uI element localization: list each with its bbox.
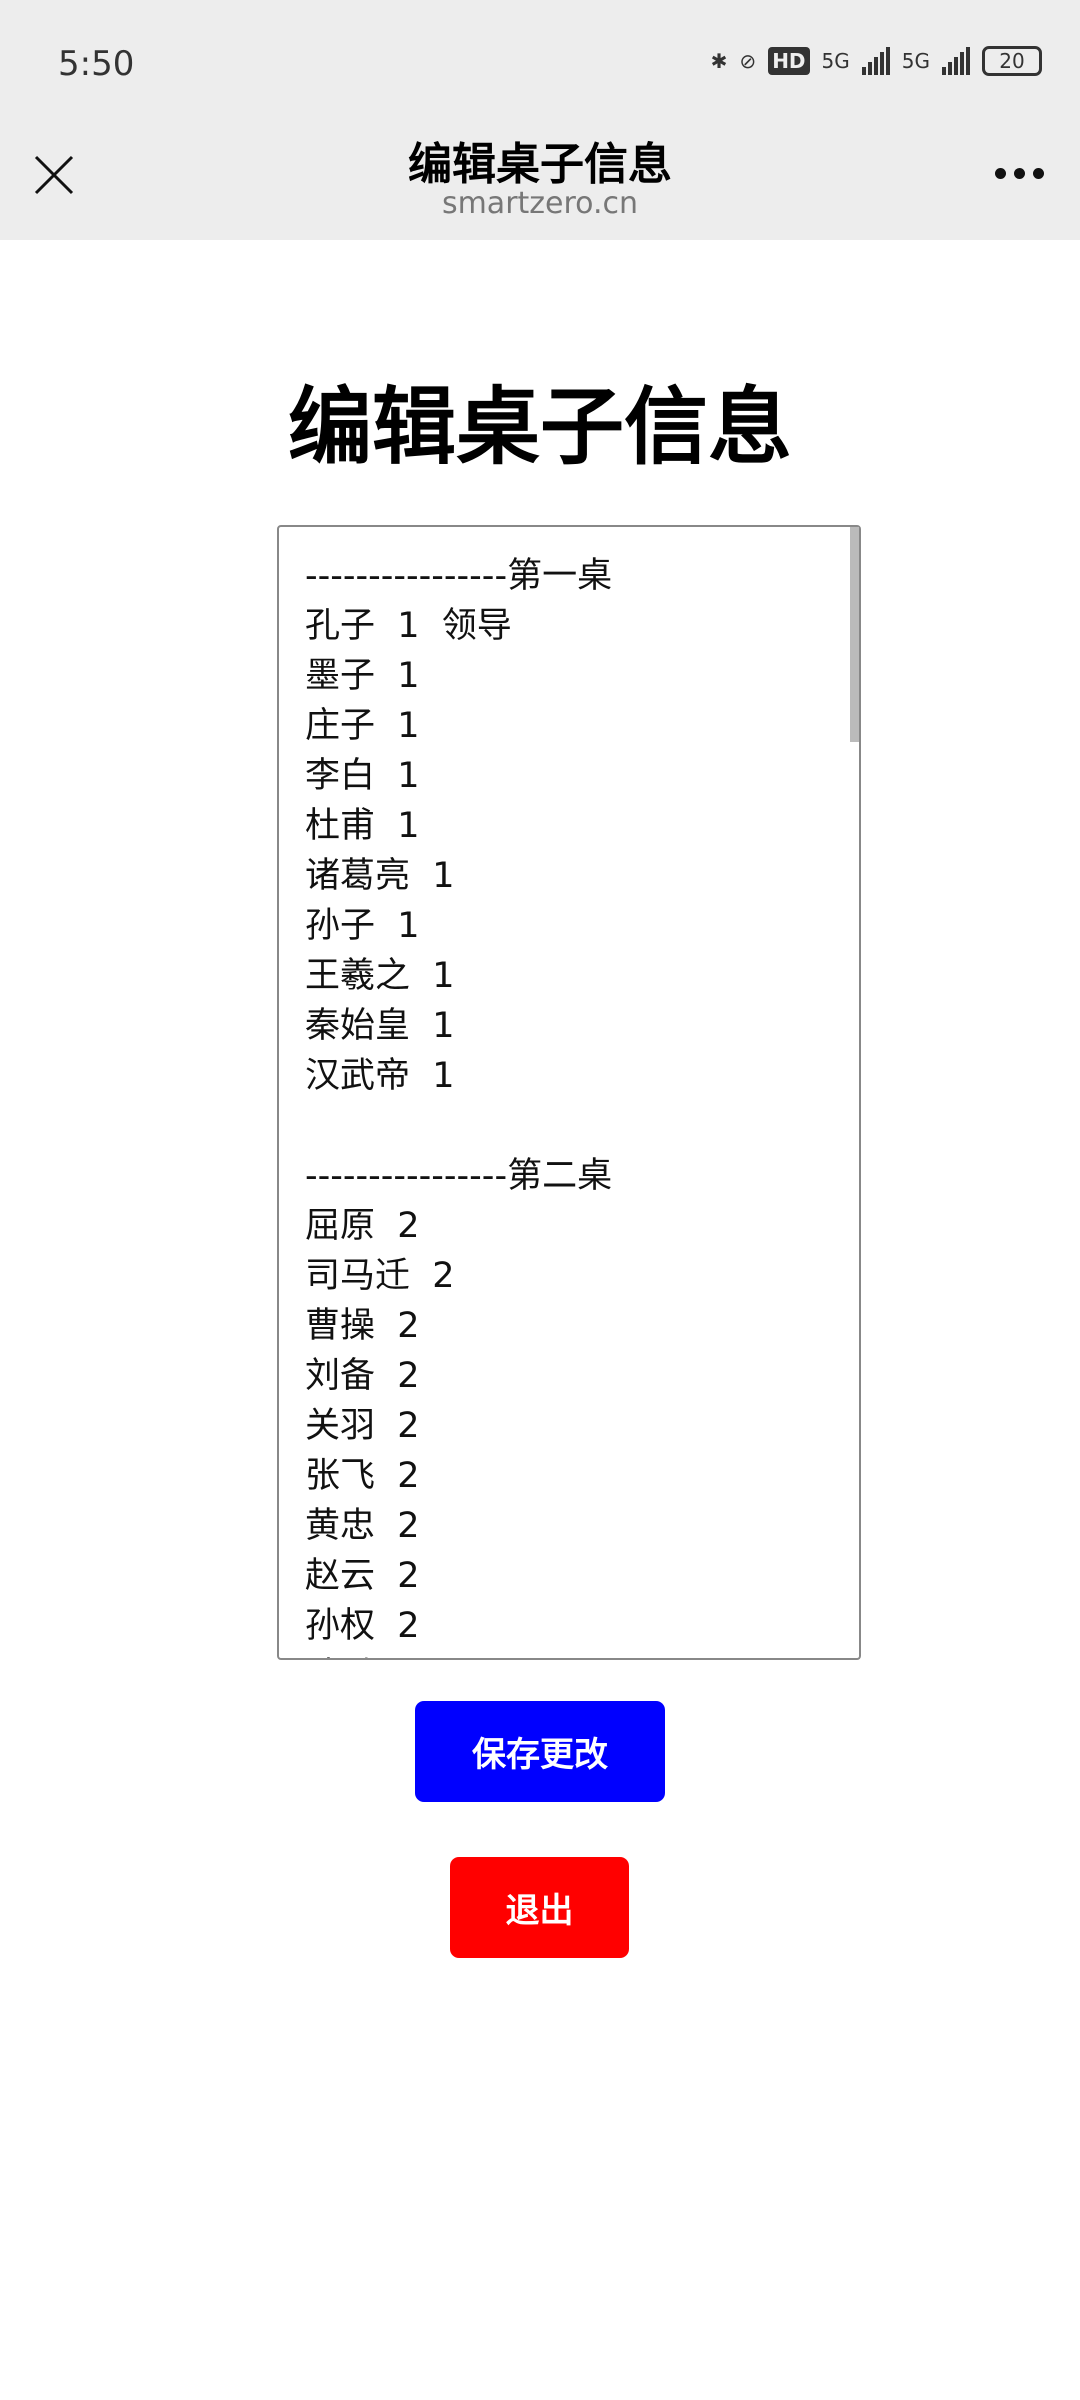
close-icon[interactable] (34, 155, 74, 195)
network-label-2: 5G (901, 49, 930, 73)
network-label-1: 5G (821, 49, 850, 73)
nav-title: 编辑桌子信息 (408, 139, 672, 190)
nav-subtitle: smartzero.cn (441, 186, 639, 221)
signal-icon (861, 47, 890, 75)
save-button[interactable]: 保存更改 (415, 1701, 665, 1802)
hd-icon: HD (768, 47, 810, 75)
status-time: 5:50 (58, 44, 135, 84)
status-icons: ✱ ⊘ HD 5G 5G 20 (711, 46, 1042, 76)
battery-icon: 20 (982, 46, 1042, 76)
bluetooth-icon: ✱ (710, 49, 728, 73)
page-title: 编辑桌子信息 (287, 378, 792, 476)
signal-icon (942, 47, 970, 75)
link-icon: ⊘ (739, 49, 757, 73)
more-icon[interactable] (995, 168, 1044, 179)
textarea-scrollbar[interactable] (850, 527, 859, 742)
exit-button[interactable]: 退出 (450, 1857, 629, 1958)
top-bar: 5:50 ✱ ⊘ HD 5G 5G 20 编辑桌子信息 smartzero.cn (0, 0, 1080, 240)
table-info-textarea[interactable]: ----------------第一桌 孔子 1 领导 墨子 1 庄子 1 李白… (277, 525, 861, 1660)
